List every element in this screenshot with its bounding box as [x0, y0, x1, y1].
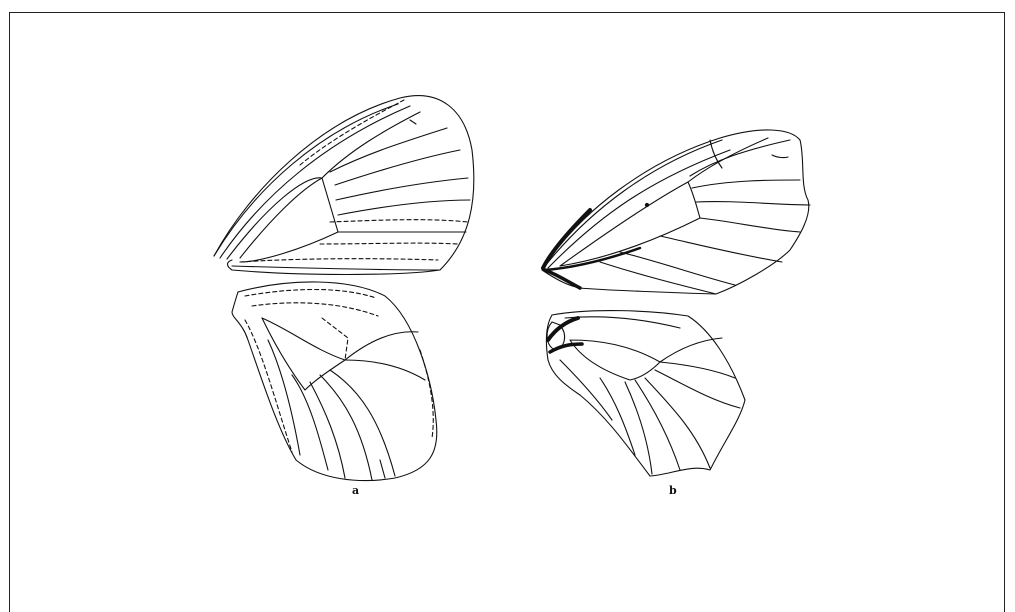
forewing-a-vein-m1 [338, 200, 470, 215]
forewing-b-cell [560, 182, 700, 266]
hindwing-a-vein-3 [330, 370, 395, 476]
hindwing-a-dashed-costa-1 [245, 290, 376, 299]
forewing-b-vein-5 [700, 218, 800, 232]
forewing-b-vein-3 [692, 180, 800, 188]
forewing-a-outline [214, 96, 474, 275]
panel-b-forewing [542, 130, 810, 294]
forewing-a-vein-r3 [335, 150, 460, 185]
forewing-b-vein-6 [660, 236, 782, 262]
hindwing-b-costal-1 [565, 317, 680, 328]
panel-a-hindwing [232, 282, 437, 481]
hindwing-a-vein-2 [345, 360, 425, 380]
hindwing-b-outline [546, 311, 745, 476]
hindwing-b-base-dark-2 [550, 344, 582, 352]
panel-b-label: b [669, 484, 677, 497]
hindwing-a-vein-6 [292, 375, 328, 470]
hindwing-a-dashed-costa-2 [252, 303, 378, 316]
panel-b-hindwing [546, 311, 745, 476]
forewing-a-costa [214, 104, 398, 256]
hindwing-b-vein-7 [600, 378, 635, 455]
hindwing-b-vein-4 [645, 378, 710, 468]
forewing-a-dashed-vein-2 [330, 220, 468, 222]
forewing-b-outline [542, 130, 809, 294]
hindwing-a-vein-4 [320, 375, 372, 480]
forewing-b-discal-dot [645, 203, 648, 206]
hindwing-b-cell [570, 340, 660, 380]
forewing-b-vein-8 [600, 262, 716, 294]
forewing-b-vein-7 [620, 252, 735, 285]
forewing-a-cell [240, 178, 338, 262]
forewing-b-apical-mark [772, 155, 788, 158]
forewing-a-vein-r4 [336, 178, 468, 200]
forewing-b-vein-4 [696, 202, 810, 205]
hindwing-a-dashed-margin [420, 350, 433, 438]
hindwing-a-vein-5 [310, 382, 345, 478]
hindwing-a-vein-1 [345, 332, 418, 360]
hindwing-a-dashed-cell [322, 318, 348, 360]
panel-a-forewing [214, 96, 474, 275]
forewing-a-dashed-vein-1 [300, 100, 404, 165]
forewing-a-small-mark [410, 120, 416, 124]
hindwing-a-outline [232, 282, 437, 481]
forewing-a-dashed-vein-4 [240, 259, 438, 262]
forewing-b-subcosta [548, 150, 730, 268]
hindwing-b-vein-1 [660, 338, 722, 362]
hindwing-a-vein-8 [380, 460, 385, 478]
panel-a-label: a [352, 484, 359, 497]
forewing-a-vein-r2 [330, 128, 447, 172]
forewing-a-dashed-vein-3 [320, 243, 458, 244]
forewing-b-base-dark-2 [545, 270, 580, 288]
hindwing-b-vein-2 [660, 362, 735, 378]
forewing-a-inner-margin [232, 266, 440, 270]
